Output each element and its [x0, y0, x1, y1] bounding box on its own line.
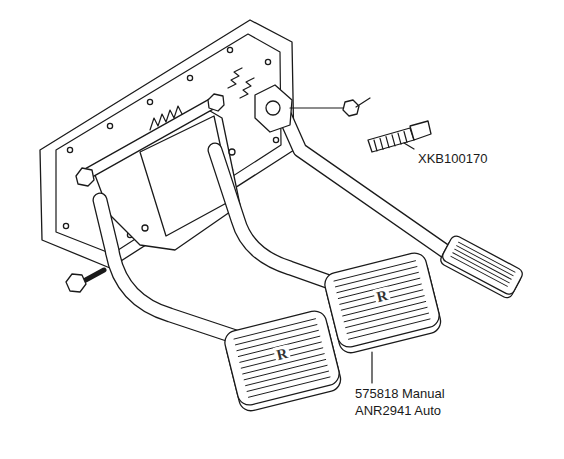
- pivot-shaft: [85, 102, 215, 175]
- pad-rib: [235, 325, 317, 345]
- pad-rib: [346, 307, 428, 327]
- pad-face: [441, 234, 525, 296]
- plate-flange: [56, 34, 281, 254]
- part-number: XKB100170: [418, 151, 487, 167]
- mounting-plate: [40, 20, 294, 268]
- clutch-pad: [222, 309, 343, 414]
- shaft-nut: [208, 94, 224, 111]
- pad-rib: [453, 253, 510, 283]
- plate-hole: [147, 99, 152, 104]
- pad-rib: [334, 261, 416, 281]
- accelerator-pivot-bracket: [255, 85, 292, 132]
- switch-body: [368, 128, 414, 152]
- pad-rib: [457, 246, 514, 276]
- accelerator-pad: [439, 234, 525, 300]
- nut: [343, 100, 359, 116]
- thread-line: [386, 137, 389, 148]
- clutch-arm: [100, 200, 245, 340]
- pad-logo: R: [273, 344, 291, 363]
- accelerator-arm: [280, 105, 455, 258]
- thread-line: [404, 132, 407, 143]
- clutch-arm: [100, 200, 245, 340]
- brake-arm: [215, 150, 352, 290]
- pad-rib: [347, 313, 429, 333]
- bolt-shank: [82, 270, 104, 282]
- pivot-boss: [266, 101, 280, 115]
- plate-hole: [273, 137, 278, 142]
- plate-hole: [227, 47, 232, 52]
- pad-rib: [455, 249, 512, 279]
- part-number: 575818 Manual: [355, 386, 445, 402]
- bracket-rivet: [142, 225, 148, 231]
- leader-line: [356, 98, 370, 107]
- pad-rib: [349, 319, 431, 339]
- shaft-nut: [76, 168, 94, 186]
- pad-rib: [247, 371, 329, 391]
- switch-connector: [410, 121, 431, 140]
- pad-logo: R: [373, 286, 391, 305]
- plate-hole: [67, 147, 72, 152]
- bolt-head: [66, 274, 86, 292]
- plate-hole: [187, 75, 192, 80]
- part-number: ANR2941 Auto: [355, 403, 441, 419]
- pad-face: [222, 309, 341, 408]
- leader-line: [371, 352, 372, 383]
- pad-rib: [344, 301, 426, 321]
- brake-arm: [215, 150, 352, 290]
- pivot-shaft: [85, 102, 215, 175]
- return-spring: [150, 106, 182, 130]
- brake-pad: [322, 251, 443, 356]
- pad-rib: [451, 256, 508, 286]
- leader-line: [404, 143, 414, 149]
- spring: [228, 68, 242, 88]
- pad-rib: [458, 242, 515, 272]
- thread-line: [392, 135, 395, 146]
- accelerator-arm: [280, 105, 455, 258]
- pad-rib: [246, 365, 328, 385]
- thread-line: [374, 140, 377, 151]
- spring: [240, 78, 254, 98]
- pad-rib: [249, 377, 331, 397]
- switch-thread: [374, 132, 407, 152]
- bracket-rivet: [229, 149, 235, 155]
- plate-hole: [107, 123, 112, 128]
- pad-rib: [244, 359, 326, 379]
- plate-hole: [63, 223, 68, 228]
- pad-face: [322, 251, 441, 350]
- pad-rib: [335, 267, 417, 287]
- plate-hole: [265, 59, 270, 64]
- pad-rib: [234, 319, 316, 339]
- thread-line: [398, 133, 401, 144]
- thread-line: [380, 138, 383, 149]
- stud: [290, 107, 345, 108]
